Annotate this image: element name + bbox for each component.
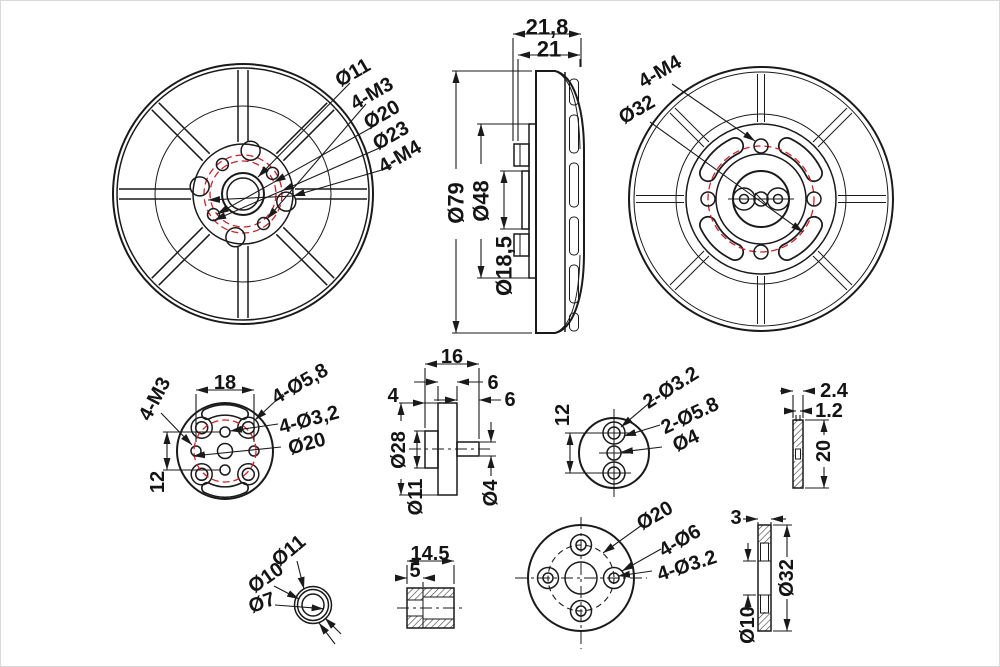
- ring-label-d7: Ø7: [246, 588, 279, 618]
- rear-shaft-screws: [728, 187, 794, 211]
- front-view: Ø11 4-M3 Ø20 Ø23 4-M4: [112, 54, 426, 325]
- side-mount-flange: [528, 123, 537, 279]
- shim-view: 2.4 1.2 20: [780, 380, 849, 489]
- flange-dim-width: 18: [214, 372, 236, 394]
- side-dim-total-width: 21,8: [526, 15, 569, 40]
- front-outer-rim: [112, 63, 374, 325]
- front-m4-holes: [189, 140, 297, 248]
- side-hub-boss: [521, 170, 530, 230]
- side-vent-slots: [569, 78, 579, 332]
- spacer-ring-view: Ø11 Ø10 Ø7: [244, 531, 342, 645]
- shim-dim-inner: 1.2: [815, 400, 843, 422]
- rear-view: 4-M4 Ø32: [615, 51, 894, 332]
- side-dim-body-width: 21: [537, 37, 561, 62]
- front-spokes: [119, 70, 367, 318]
- side-dim-d79: Ø79: [444, 182, 469, 224]
- rear-hub-plate: [685, 123, 837, 275]
- prop-flange-view: Ø20 4-Ø6 4-Ø3.2: [515, 497, 719, 649]
- washer-dim-d10: Ø10: [737, 606, 759, 644]
- flange-dim-height: 12: [147, 471, 169, 493]
- flange-label-m3: 4-M3: [135, 374, 176, 425]
- side-outline: [535, 70, 585, 334]
- washer-dim-thickness: 3: [730, 507, 741, 529]
- shaft-hub-view: 16 6 6 4 Ø28 Ø11 Ø4: [387, 346, 515, 515]
- washer-section: [757, 524, 772, 632]
- sleeve-view: 14.5 5: [395, 543, 464, 629]
- hub-dim-width: 16: [441, 346, 463, 368]
- rear-m4-holes: [700, 138, 822, 260]
- side-screws: [513, 143, 530, 257]
- hub-dim-d11: Ø11: [405, 479, 427, 516]
- front-bolt-circle-20: [209, 160, 277, 228]
- hub-dim-t1: 6: [487, 372, 498, 394]
- adapter-dim-height: 12: [552, 404, 574, 426]
- shim-dim-height: 20: [813, 440, 835, 462]
- hub-dim-t2: 6: [504, 389, 515, 411]
- hub-dim-d4: Ø4: [480, 479, 502, 507]
- washer-dim-d32: Ø32: [776, 559, 798, 597]
- front-hub-ring: [192, 143, 294, 245]
- front-bolt-circle-23: [203, 154, 283, 234]
- mount-flange-view: 18 12 4-M3 4-Ø5,8 4-Ø3,2 Ø20: [135, 359, 341, 500]
- rear-label-m4: 4-M4: [635, 51, 686, 93]
- rear-outer-rim: [628, 66, 894, 332]
- flange-center-hole: [216, 442, 234, 460]
- hub-dim-step: 4: [387, 385, 399, 407]
- side-dim-d48: Ø48: [469, 180, 494, 222]
- rear-bolt-circle-32: [707, 145, 815, 253]
- front-shaft-hole: [226, 177, 260, 211]
- flange-label-d5-8: 4-Ø5,8: [268, 359, 332, 409]
- sleeve-dim-step: 5: [409, 560, 420, 582]
- washer-view: 3 Ø32 Ø10: [730, 507, 798, 644]
- shim-dim-outer: 2.4: [820, 380, 849, 402]
- flange-bolt-circle: [193, 419, 257, 483]
- hub-dim-d28: Ø28: [388, 431, 410, 469]
- rear-kidney-slots: [699, 137, 823, 261]
- adapter-view: 12 2-Ø3.2 2-Ø5.8 Ø4: [552, 362, 722, 497]
- sleeve-dim-length: 14.5: [411, 543, 450, 565]
- prop-flange-label-d20: Ø20: [633, 497, 677, 535]
- front-shaft-boss: [221, 172, 265, 216]
- side-dim-d18-5: Ø18,5: [492, 236, 517, 296]
- side-view: 21,8 21 Ø79 Ø48 Ø18,5: [444, 15, 585, 334]
- rear-spokes: [636, 74, 886, 324]
